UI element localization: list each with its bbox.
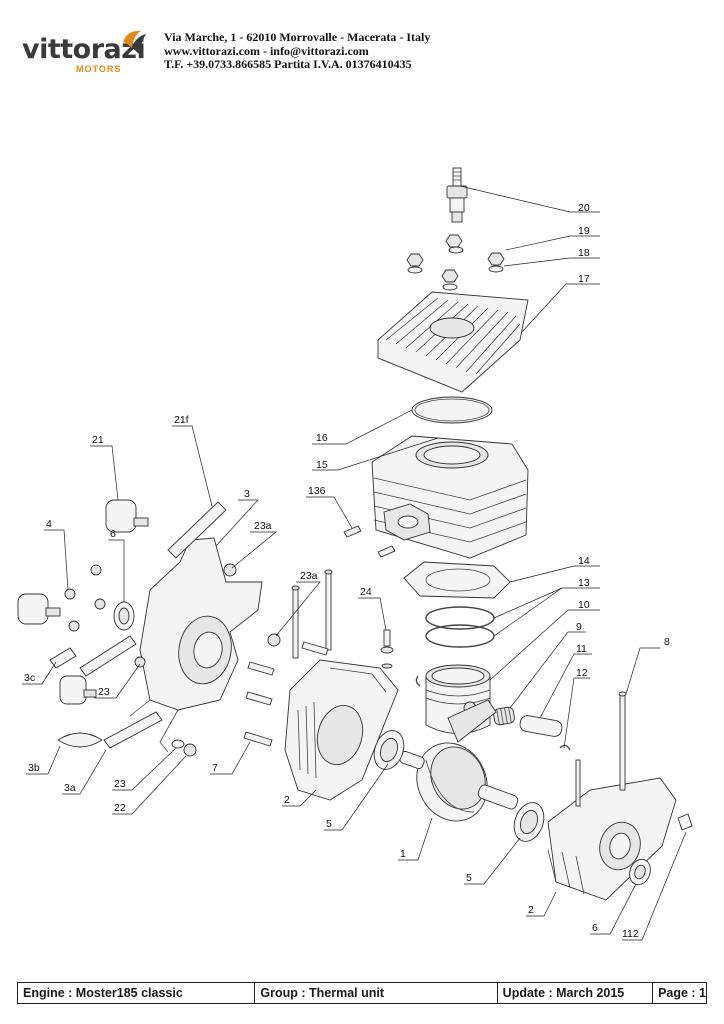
screws-4 bbox=[64, 564, 106, 632]
rubber-mount-small bbox=[59, 675, 97, 705]
dowel-pin-112 bbox=[677, 813, 693, 831]
callout-12: 12 bbox=[576, 667, 588, 679]
callout-21: 21 bbox=[92, 434, 104, 446]
phone-line: T.F. +39.0733.866585 Partita I.V.A. 0137… bbox=[164, 57, 412, 71]
nut-23-upper bbox=[134, 656, 146, 668]
nut-23a-lower bbox=[267, 633, 281, 647]
callout-11: 11 bbox=[576, 643, 587, 655]
needle-bearing bbox=[493, 706, 515, 726]
crankcase-left bbox=[284, 659, 399, 801]
callout-23-lower: 23 bbox=[114, 778, 126, 790]
callout-14: 14 bbox=[578, 555, 590, 567]
crankcase-studs bbox=[291, 569, 333, 659]
rubber-mount-large bbox=[17, 593, 61, 625]
web-line: www.vittorazi.com - info@vittorazi.com bbox=[164, 43, 369, 58]
mounting-strap-21f bbox=[167, 501, 227, 559]
head-o-ring bbox=[411, 396, 493, 424]
callout-20: 20 bbox=[578, 202, 590, 214]
footer-page: Page : 1 bbox=[658, 986, 706, 1000]
main-bearing-right bbox=[513, 802, 545, 842]
callout-16: 16 bbox=[316, 432, 328, 444]
callout-136: 136 bbox=[308, 485, 326, 497]
piston-pin-clip bbox=[559, 744, 571, 751]
oil-seal-left bbox=[113, 601, 135, 631]
footer-title-block: Engine : Moster185 classic Group : Therm… bbox=[17, 982, 707, 1004]
callout-7: 7 bbox=[212, 762, 218, 774]
piston-pin bbox=[519, 715, 563, 737]
callout-6-left: 6 bbox=[110, 528, 116, 540]
callout-3: 3 bbox=[244, 488, 250, 500]
callout-5-right: 5 bbox=[466, 872, 472, 884]
nut-22 bbox=[183, 743, 197, 757]
address-line: Via Marche, 1 - 62010 Morrovalle - Macer… bbox=[164, 30, 431, 44]
fitting bbox=[380, 629, 394, 669]
company-logo: vittorazi MOTORS bbox=[22, 28, 152, 76]
rubber-mount-21 bbox=[105, 499, 149, 533]
logo-subtext: MOTORS bbox=[76, 64, 122, 74]
footer-group: Group : Thermal unit bbox=[255, 983, 498, 1003]
logo-mark-icon bbox=[123, 30, 146, 54]
washer-23 bbox=[171, 739, 185, 749]
callout-18: 18 bbox=[578, 247, 590, 259]
footer-engine: Engine : Moster185 classic bbox=[18, 983, 256, 1003]
callout-10: 10 bbox=[578, 599, 590, 611]
exploded-engine-drawing: 20 19 18 17 16 15 136 21f 21 3 4 6 23a 2… bbox=[17, 167, 693, 941]
callout-2-left: 2 bbox=[284, 794, 290, 806]
cylinder-head bbox=[377, 291, 529, 393]
leader-lines bbox=[22, 185, 687, 941]
callout-3b: 3b bbox=[28, 762, 40, 774]
callout-17: 17 bbox=[578, 273, 590, 285]
crankcase-right bbox=[547, 777, 677, 901]
clamp-3b bbox=[57, 732, 103, 748]
callout-23a-lower: 23a bbox=[300, 570, 318, 582]
crankcase-bolts bbox=[243, 641, 329, 747]
crankcase-right-studs bbox=[575, 691, 627, 807]
callout-3c: 3c bbox=[24, 672, 35, 684]
engine-mount-bracket bbox=[129, 537, 263, 753]
callout-19: 19 bbox=[578, 225, 590, 237]
cylinder bbox=[371, 435, 529, 559]
cylinder-base-gasket bbox=[403, 561, 511, 599]
plate-3c-long bbox=[79, 635, 137, 677]
callout-23a-upper: 23a bbox=[254, 520, 272, 532]
callout-3a: 3a bbox=[64, 782, 76, 794]
callout-15: 15 bbox=[316, 459, 328, 471]
callout-2-right: 2 bbox=[528, 904, 534, 916]
callout-21f: 21f bbox=[174, 414, 189, 426]
company-address-block: Via Marche, 1 - 62010 Morrovalle - Macer… bbox=[164, 30, 431, 72]
callout-5-left: 5 bbox=[326, 818, 332, 830]
callout-labels: 20 19 18 17 16 15 136 21f 21 3 4 6 23a 2… bbox=[24, 202, 670, 940]
footer-update: Update : March 2015 bbox=[498, 983, 654, 1003]
main-bearing-left bbox=[373, 730, 405, 770]
callout-1: 1 bbox=[400, 848, 406, 860]
head-nuts bbox=[406, 234, 505, 291]
plate-3a bbox=[103, 711, 163, 749]
callout-8: 8 bbox=[664, 636, 670, 648]
callout-4: 4 bbox=[46, 518, 52, 530]
callout-9: 9 bbox=[576, 621, 582, 633]
callout-23-upper: 23 bbox=[98, 686, 110, 698]
callout-24: 24 bbox=[360, 586, 372, 598]
callout-6-right: 6 bbox=[592, 922, 598, 934]
crankshaft bbox=[399, 699, 519, 822]
spark-plug bbox=[446, 167, 468, 223]
callout-112: 112 bbox=[622, 928, 639, 940]
header: vittorazi MOTORS Via Marche, 1 - 62010 M… bbox=[0, 0, 724, 80]
callout-22: 22 bbox=[114, 802, 126, 814]
callout-13: 13 bbox=[578, 577, 590, 589]
cylinder-studs bbox=[343, 525, 396, 558]
